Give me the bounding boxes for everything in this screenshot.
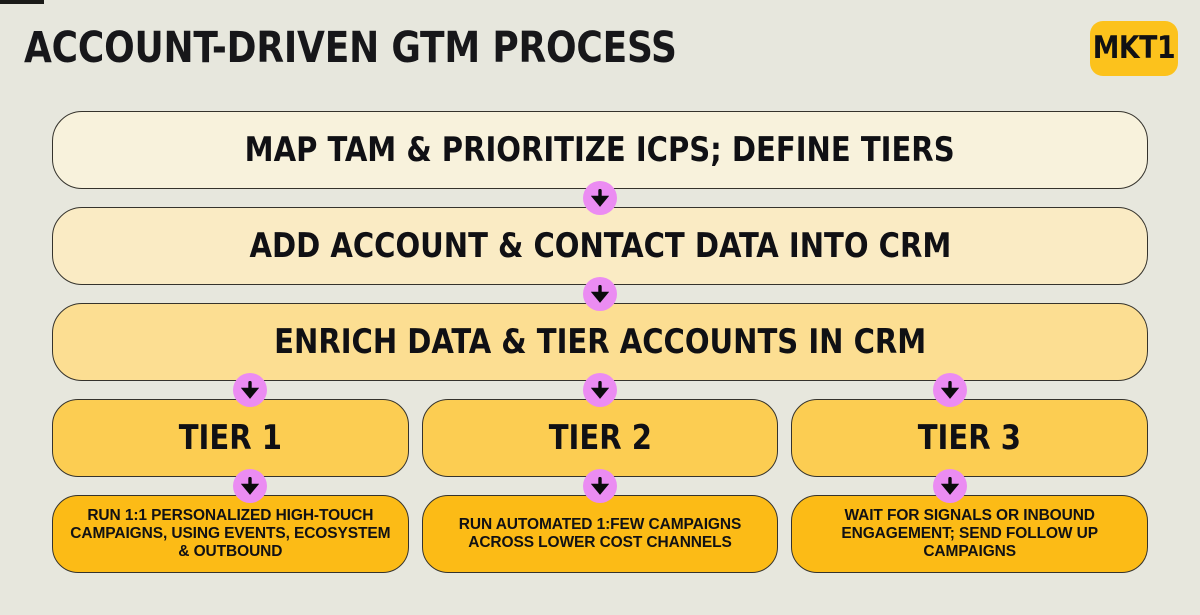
process-step-3-label: ENRICH DATA & TIER ACCOUNTS IN CRM [273, 322, 927, 362]
page-header: ACCOUNT-DRIVEN GTM PROCESS MKT1 [0, 0, 1200, 96]
arrow-down-icon [233, 373, 267, 407]
connector-row-1 [52, 181, 1148, 215]
action-box-2[interactable]: RUN AUTOMATED 1:FEW CAMPAIGNS ACROSS LOW… [421, 495, 779, 573]
process-step-2-label: ADD ACCOUNT & CONTACT DATA INTO CRM [249, 226, 951, 266]
tier-box-3[interactable]: TIER 3 [791, 399, 1149, 477]
action-column-1: RUN 1:1 PERSONALIZED HIGH-TOUCH CAMPAIGN… [52, 495, 409, 573]
tier-box-1[interactable]: TIER 1 [52, 399, 409, 477]
tier-box-1-label: TIER 1 [178, 418, 282, 458]
page-title: ACCOUNT-DRIVEN GTM PROCESS [24, 23, 677, 73]
tier-row: TIER 1 TIER 2 TIER 3 [52, 399, 1149, 477]
action-column-3: WAIT FOR SIGNALS OR INBOUND ENGAGEMENT; … [791, 495, 1149, 573]
action-row: RUN 1:1 PERSONALIZED HIGH-TOUCH CAMPAIGN… [52, 495, 1149, 573]
action-box-3-label: WAIT FOR SIGNALS OR INBOUND ENGAGEMENT; … [841, 506, 1098, 561]
process-step-1-label: MAP TAM & PRIORITIZE ICPS; DEFINE TIERS [245, 130, 955, 170]
connector-row-actions [52, 469, 1148, 503]
process-step-1[interactable]: MAP TAM & PRIORITIZE ICPS; DEFINE TIERS [52, 111, 1148, 189]
tier-column-1: TIER 1 [52, 399, 409, 477]
top-left-rule [0, 0, 44, 4]
action-box-1-label: RUN 1:1 PERSONALIZED HIGH-TOUCH CAMPAIGN… [70, 506, 391, 561]
tier-box-2[interactable]: TIER 2 [421, 399, 779, 477]
arrow-down-icon [933, 373, 967, 407]
connector-row-branch [52, 373, 1148, 407]
logo-text: MKT1 [1092, 30, 1176, 66]
mkt1-logo-badge: MKT1 [1090, 20, 1178, 76]
action-column-2: RUN AUTOMATED 1:FEW CAMPAIGNS ACROSS LOW… [421, 495, 779, 573]
process-step-3[interactable]: ENRICH DATA & TIER ACCOUNTS IN CRM [52, 303, 1148, 381]
tier-column-3: TIER 3 [791, 399, 1149, 477]
process-flow: MAP TAM & PRIORITIZE ICPS; DEFINE TIERS … [52, 111, 1149, 573]
tier-box-3-label: TIER 3 [918, 418, 1022, 458]
arrow-down-icon [583, 373, 617, 407]
arrow-down-icon [933, 469, 967, 503]
arrow-down-icon [233, 469, 267, 503]
connector-row-2 [52, 277, 1148, 311]
arrow-down-icon [583, 277, 617, 311]
process-step-2[interactable]: ADD ACCOUNT & CONTACT DATA INTO CRM [52, 207, 1148, 285]
action-box-3[interactable]: WAIT FOR SIGNALS OR INBOUND ENGAGEMENT; … [791, 495, 1149, 573]
arrow-down-icon [583, 181, 617, 215]
tier-column-2: TIER 2 [421, 399, 779, 477]
arrow-down-icon [583, 469, 617, 503]
action-box-2-label: RUN AUTOMATED 1:FEW CAMPAIGNS ACROSS LOW… [458, 515, 742, 551]
tier-box-2-label: TIER 2 [548, 418, 652, 458]
action-box-1[interactable]: RUN 1:1 PERSONALIZED HIGH-TOUCH CAMPAIGN… [52, 495, 409, 573]
